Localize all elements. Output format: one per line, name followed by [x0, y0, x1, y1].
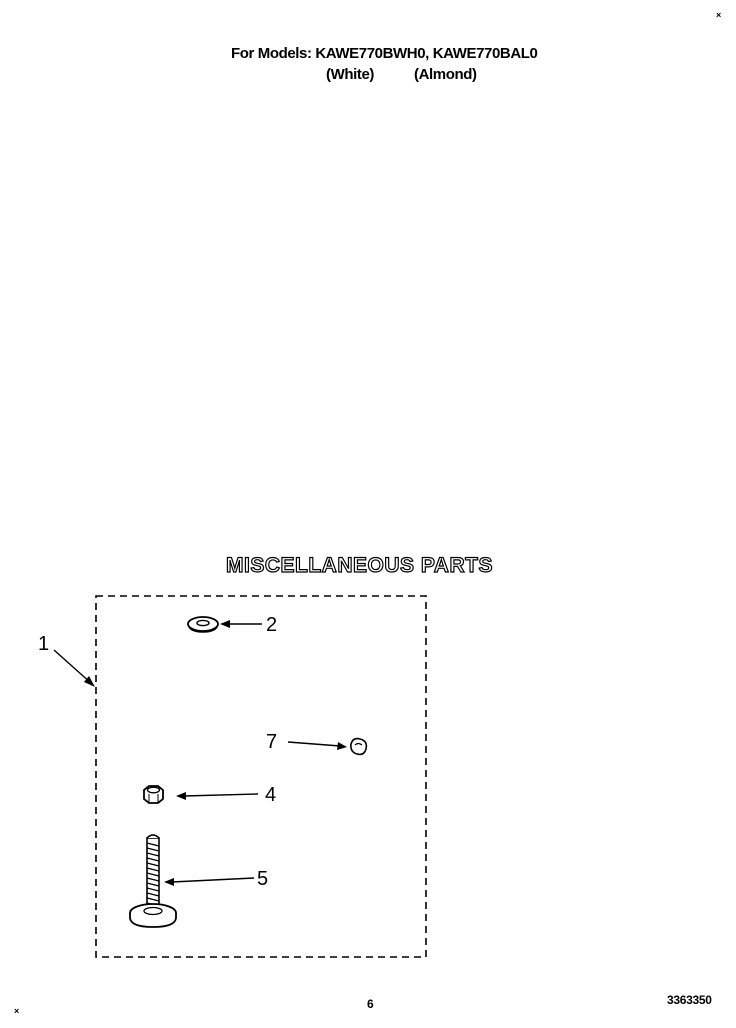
callout-5: 5	[257, 868, 269, 890]
callout-1: 1	[38, 633, 50, 655]
leader-1	[53, 649, 95, 687]
color-almond-label: (Almond)	[414, 66, 477, 83]
leader-4	[176, 792, 259, 800]
callout-7: 7	[266, 731, 278, 753]
washer-part-2	[187, 616, 219, 633]
section-title: MISCELLANEOUS PARTS	[225, 553, 493, 577]
leader-2	[220, 620, 262, 628]
leader-7	[287, 741, 347, 750]
leveling-leg-part-5	[129, 834, 177, 928]
corner-mark-top-right: ×	[716, 10, 722, 20]
leader-5	[164, 877, 255, 886]
models-line: For Models: KAWE770BWH0, KAWE770BAL0	[231, 45, 538, 62]
clip-part-7	[350, 737, 368, 756]
callout-4: 4	[265, 784, 277, 806]
corner-mark-bottom-left: ×	[14, 1006, 20, 1016]
page-number: 6	[367, 997, 374, 1011]
parts-frame	[95, 595, 427, 958]
color-white-label: (White)	[326, 66, 375, 83]
nut-part-4	[143, 785, 164, 804]
document-number: 3363350	[667, 993, 712, 1007]
callout-2: 2	[266, 614, 278, 636]
